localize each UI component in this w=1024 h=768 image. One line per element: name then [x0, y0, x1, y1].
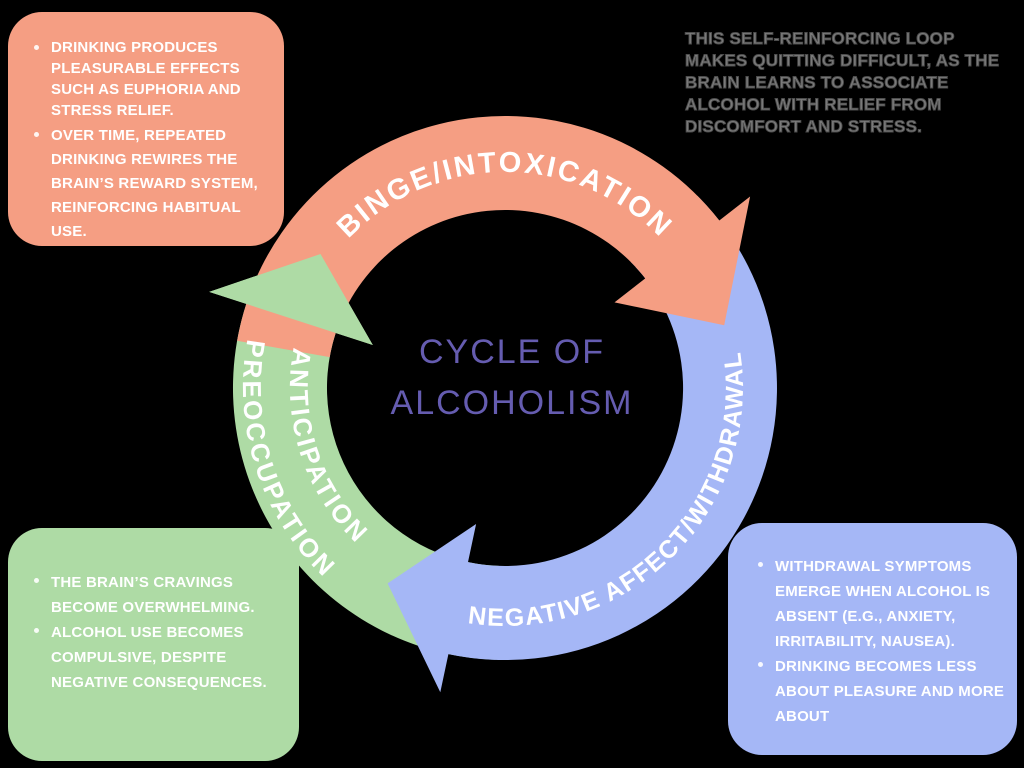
arc-binge-intoxication	[237, 115, 751, 358]
bullet-text: OVER TIME, REPEATED DRINKING REWIRES THE…	[51, 127, 258, 240]
preoccupation-callout-box: THE BRAIN’S CRAVINGS BECOME OVERWHELMING…	[8, 528, 299, 761]
preoccupation-bullet-list: THE BRAIN’S CRAVINGS BECOME OVERWHELMING…	[32, 570, 285, 695]
bullet-text: DRINKING PRODUCES PLEASURABLE EFFECTS SU…	[51, 39, 241, 119]
bullet-text: DRINKING BECOMES LESS ABOUT PLEASURE AND…	[775, 658, 1005, 725]
bullet-item: OVER TIME, REPEATED DRINKING REWIRES THE…	[32, 124, 268, 244]
bullet-text: ALCOHOL USE BECOMES COMPULSIVE, DESPITE …	[51, 624, 267, 691]
bullet-dot	[34, 628, 39, 633]
bullet-text: THE BRAIN’S CRAVINGS BECOME OVERWHELMING…	[51, 574, 255, 616]
binge-callout-box: DRINKING PRODUCES PLEASURABLE EFFECTS SU…	[8, 12, 284, 246]
bullet-item: THE BRAIN’S CRAVINGS BECOME OVERWHELMING…	[32, 570, 285, 620]
bullet-dot	[758, 562, 763, 567]
bullet-dot	[34, 45, 39, 50]
bullet-item: ALCOHOL USE BECOMES COMPULSIVE, DESPITE …	[32, 620, 285, 695]
bullet-text: WITHDRAWAL SYMPTOMS EMERGE WHEN ALCOHOL …	[775, 558, 991, 650]
self-reinforcing-loop-note: THIS SELF-REINFORCING LOOP MAKES QUITTIN…	[685, 29, 1000, 137]
title-line-1: CYCLE OF	[418, 333, 606, 371]
bullet-dot	[34, 578, 39, 583]
binge-bullet-list: DRINKING PRODUCES PLEASURABLE EFFECTS SU…	[32, 37, 268, 244]
title-line-2: ALCOHOLISM	[390, 384, 634, 422]
bullet-item: DRINKING PRODUCES PLEASURABLE EFFECTS SU…	[32, 37, 268, 121]
withdrawal-bullet-list: WITHDRAWAL SYMPTOMS EMERGE WHEN ALCOHOL …	[756, 554, 1005, 729]
bullet-item: DRINKING BECOMES LESS ABOUT PLEASURE AND…	[756, 654, 1005, 729]
arc-preoccupation-arrowhead	[209, 254, 373, 345]
diagram-title: CYCLE OF ALCOHOLISM	[319, 327, 705, 429]
bullet-dot	[34, 132, 39, 137]
bullet-item: WITHDRAWAL SYMPTOMS EMERGE WHEN ALCOHOL …	[756, 554, 1005, 654]
bullet-dot	[758, 662, 763, 667]
arc-negative-affect-withdrawal	[387, 195, 777, 693]
withdrawal-callout-box: WITHDRAWAL SYMPTOMS EMERGE WHEN ALCOHOL …	[728, 523, 1017, 755]
